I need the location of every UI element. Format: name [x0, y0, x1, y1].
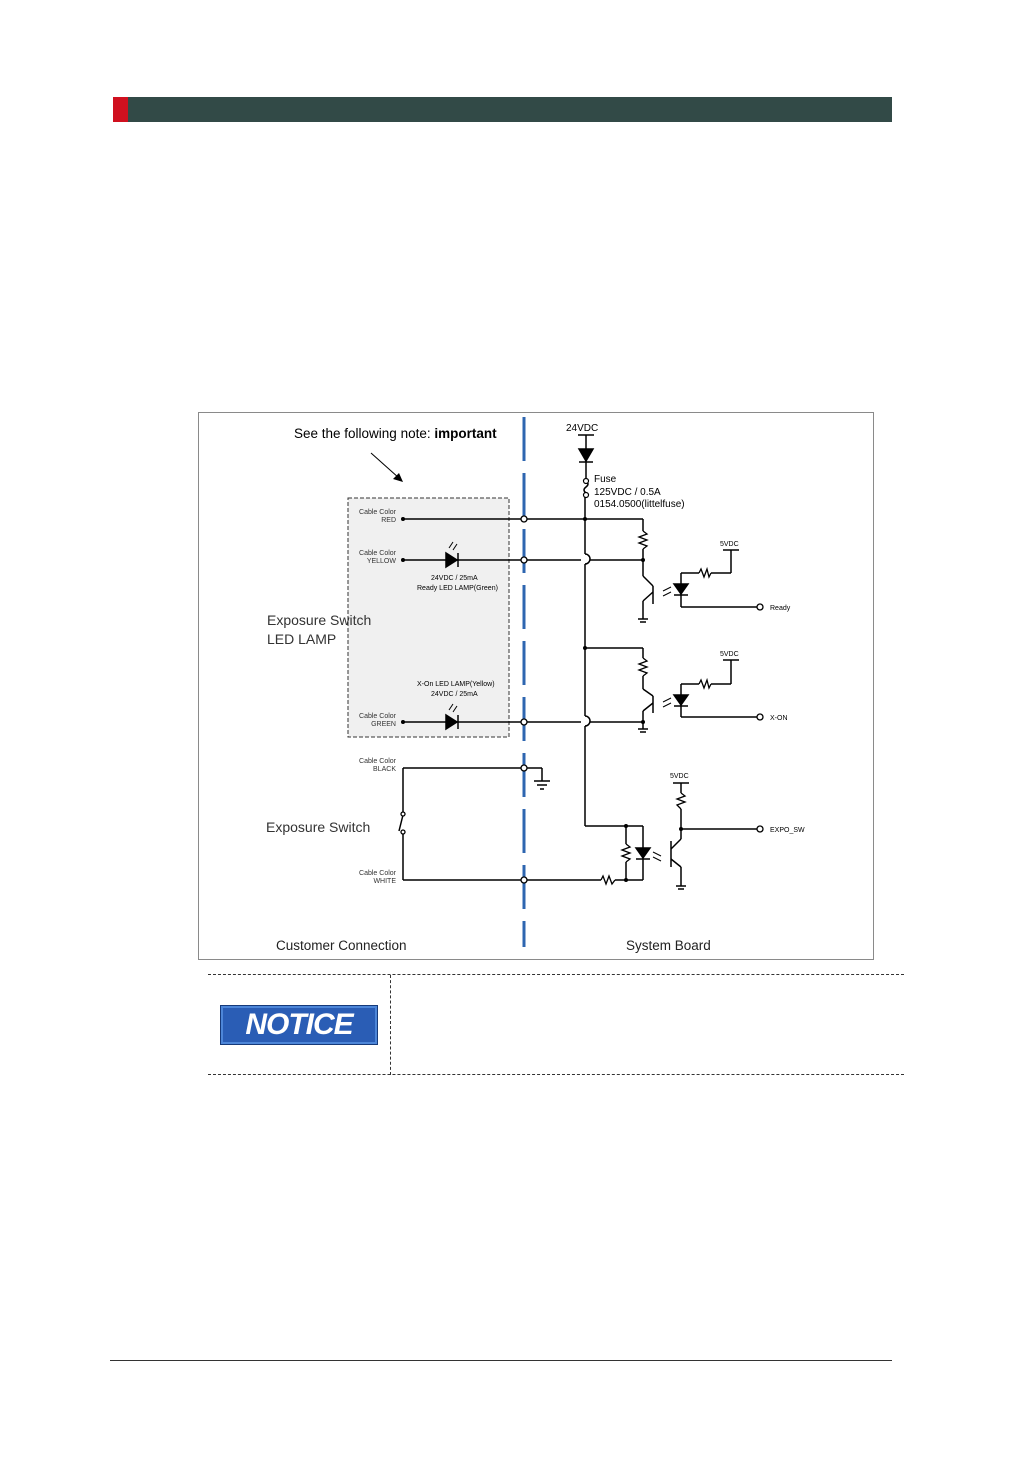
fuse-rating-label: 125VDC / 0.5A: [594, 487, 661, 498]
supply-24v-label: 24VDC: [566, 423, 598, 434]
xon-opto-led-icon: [672, 694, 690, 707]
resistor-expo-pullup: [675, 792, 687, 810]
node-green: [520, 718, 528, 726]
cable-red-label: RED: [381, 517, 396, 524]
group-led-label-1: Exposure Switch: [267, 612, 371, 628]
cable-color-red-caption: Cable Color: [359, 509, 397, 516]
section-header-accent: [113, 97, 128, 122]
xon-led-rating-label: 24VDC / 25mA: [431, 691, 478, 698]
notice-box: NOTICE: [208, 974, 904, 1075]
fuse-label: Fuse: [594, 474, 617, 485]
ready-led-icon: [445, 551, 459, 569]
supply-5v-xon-label: 5VDC: [720, 651, 739, 658]
wiring-diagram-frame: See the following note: important Exposu…: [198, 412, 874, 960]
switch-contact-bottom: [400, 829, 406, 835]
supply-diode-icon: [577, 448, 595, 463]
output-ready-label: Ready: [770, 605, 791, 612]
ready-led-name-label: Ready LED LAMP(Green): [417, 585, 498, 592]
wiring-diagram: See the following note: important Exposu…: [266, 417, 805, 953]
cable-color-black-caption: Cable Color: [359, 758, 397, 765]
switch-contact-top: [400, 811, 406, 817]
node-yellow: [520, 556, 528, 564]
expo-opto-led-icon: [634, 847, 652, 860]
cable-color-green-caption: Cable Color: [359, 713, 397, 720]
cable-color-yellow-caption: Cable Color: [359, 550, 397, 557]
group-switch-label: Exposure Switch: [266, 819, 370, 835]
system-board-label: System Board: [626, 938, 711, 953]
footer-rule: [110, 1360, 892, 1361]
customer-connection-label: Customer Connection: [276, 938, 407, 953]
notice-divider: [390, 975, 391, 1075]
resistor-expo-shunt: [620, 843, 632, 863]
cable-yellow-label: YELLOW: [367, 558, 397, 565]
cable-white-label: WHITE: [373, 878, 396, 885]
node-black: [520, 764, 528, 772]
led-lamp-group-box: [347, 497, 510, 738]
output-expo-terminal: [756, 825, 764, 833]
ready-opto-led-icon: [672, 583, 690, 596]
supply-5v-expo-label: 5VDC: [670, 773, 689, 780]
resistor-xon-pullup: [698, 677, 712, 690]
supply-5v-ready-label: 5VDC: [720, 541, 739, 548]
group-led-label-2: LED LAMP: [267, 631, 336, 647]
xon-led-name-label: X-On LED LAMP(Yellow): [417, 681, 495, 688]
output-xon-label: X-ON: [770, 715, 788, 722]
node-white: [520, 876, 528, 884]
cable-black-label: BLACK: [373, 766, 396, 773]
ready-led-rating-label: 24VDC / 25mA: [431, 575, 478, 582]
resistor-xon: [637, 657, 649, 677]
node-red: [520, 515, 528, 523]
section-header-bar: [113, 97, 892, 122]
xon-led-icon: [445, 713, 459, 731]
output-ready-terminal: [756, 603, 764, 611]
output-expo-label: EXPO_SW: [770, 827, 805, 834]
resistor-white: [600, 874, 616, 886]
cable-green-label: GREEN: [371, 721, 396, 728]
resistor-ready: [637, 530, 649, 550]
note-text: See the following note: important: [294, 426, 497, 441]
notice-badge: NOTICE: [220, 1005, 378, 1045]
note-arrow: [370, 452, 400, 479]
cable-color-white-caption: Cable Color: [359, 870, 397, 877]
note-arrow-head: [393, 473, 403, 482]
output-xon-terminal: [756, 713, 764, 721]
resistor-ready-pullup: [698, 566, 712, 579]
fuse-part-label: 0154.0500(littelfuse): [594, 499, 685, 510]
